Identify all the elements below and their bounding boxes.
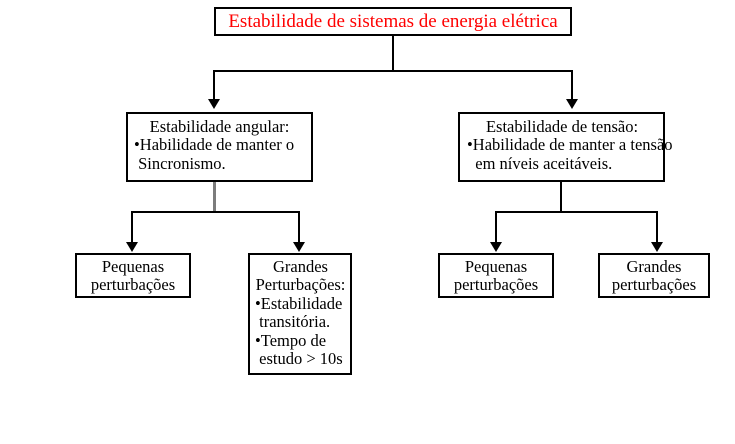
arrow-root-to-tensao-icon: [566, 99, 578, 109]
leaf-title-line: perturbações: [453, 275, 539, 295]
bullet-item: •Habilidade de manter a tensão: [467, 135, 673, 155]
connector-tensao-stem: [560, 182, 562, 212]
leaf-title-line: perturbações: [90, 275, 176, 295]
connector-tensao-to-grandes: [656, 211, 658, 243]
connector-angular-to-grandes: [298, 211, 300, 243]
bullet-item: •Tempo de: [255, 330, 327, 350]
leaf-box-tensao-grandes-perturbacoes: Grandes perturbações: [598, 253, 710, 298]
leaf-title-line: Pequenas: [464, 257, 528, 276]
connector-angular-horizontal: [131, 211, 300, 213]
root-node-label: Estabilidade de sistemas de energia elét…: [228, 10, 558, 32]
connector-angular-stem: [213, 182, 216, 212]
bullet-item: •Estabilidade: [255, 293, 343, 313]
node-title-estabilidade-tensao: Estabilidade de tensão:: [485, 117, 639, 136]
node-title-estabilidade-angular: Estabilidade angular:: [149, 117, 290, 136]
arrow-angular-to-pequenas-icon: [126, 242, 138, 252]
bullet-item: •Habilidade de manter o: [134, 135, 295, 155]
node-bullets-estabilidade-angular: •Habilidade de manter o Sincronismo.: [134, 135, 305, 173]
connector-tensao-horizontal: [495, 211, 658, 213]
leaf-title-line: Grandes: [273, 257, 328, 276]
bullet-item: em níveis aceitáveis.: [467, 153, 613, 173]
leaf-box-angular-grandes-perturbacoes: Grandes Perturbações: •Estabilidade tran…: [248, 253, 352, 375]
connector-root-to-tensao: [571, 70, 573, 100]
arrow-root-to-angular-icon: [208, 99, 220, 109]
arrow-tensao-to-grandes-icon: [651, 242, 663, 252]
arrow-angular-to-grandes-icon: [293, 242, 305, 252]
node-box-estabilidade-tensao: Estabilidade de tensão: •Habilidade de m…: [458, 112, 673, 182]
arrow-tensao-to-pequenas-icon: [490, 242, 502, 252]
leaf-box-angular-pequenas-perturbacoes: Pequenas perturbações: [75, 253, 191, 298]
connector-tensao-to-pequenas: [495, 211, 497, 243]
leaf-title-line: Grandes: [626, 257, 682, 276]
leaf-bullets-angular-grandes: •Estabilidade transitória. •Tempo de est…: [255, 293, 346, 369]
bullet-item: transitória.: [255, 312, 331, 332]
leaf-title-line: perturbações: [611, 275, 697, 295]
connector-angular-to-pequenas: [131, 211, 133, 243]
leaf-title-line: Pequenas: [101, 257, 165, 276]
root-node-box: Estabilidade de sistemas de energia elét…: [214, 7, 572, 36]
node-bullets-estabilidade-tensao: •Habilidade de manter a tensão em níveis…: [467, 135, 673, 173]
leaf-box-tensao-pequenas-perturbacoes: Pequenas perturbações: [438, 253, 554, 298]
node-box-estabilidade-angular: Estabilidade angular: •Habilidade de man…: [126, 112, 313, 182]
bullet-item: Sincronismo.: [134, 153, 226, 173]
connector-root-to-angular: [213, 70, 215, 100]
bullet-item: estudo > 10s: [255, 349, 343, 369]
connector-root-horizontal: [213, 70, 573, 72]
leaf-title-line: Perturbações:: [255, 275, 346, 295]
connector-root-stem: [392, 36, 394, 71]
